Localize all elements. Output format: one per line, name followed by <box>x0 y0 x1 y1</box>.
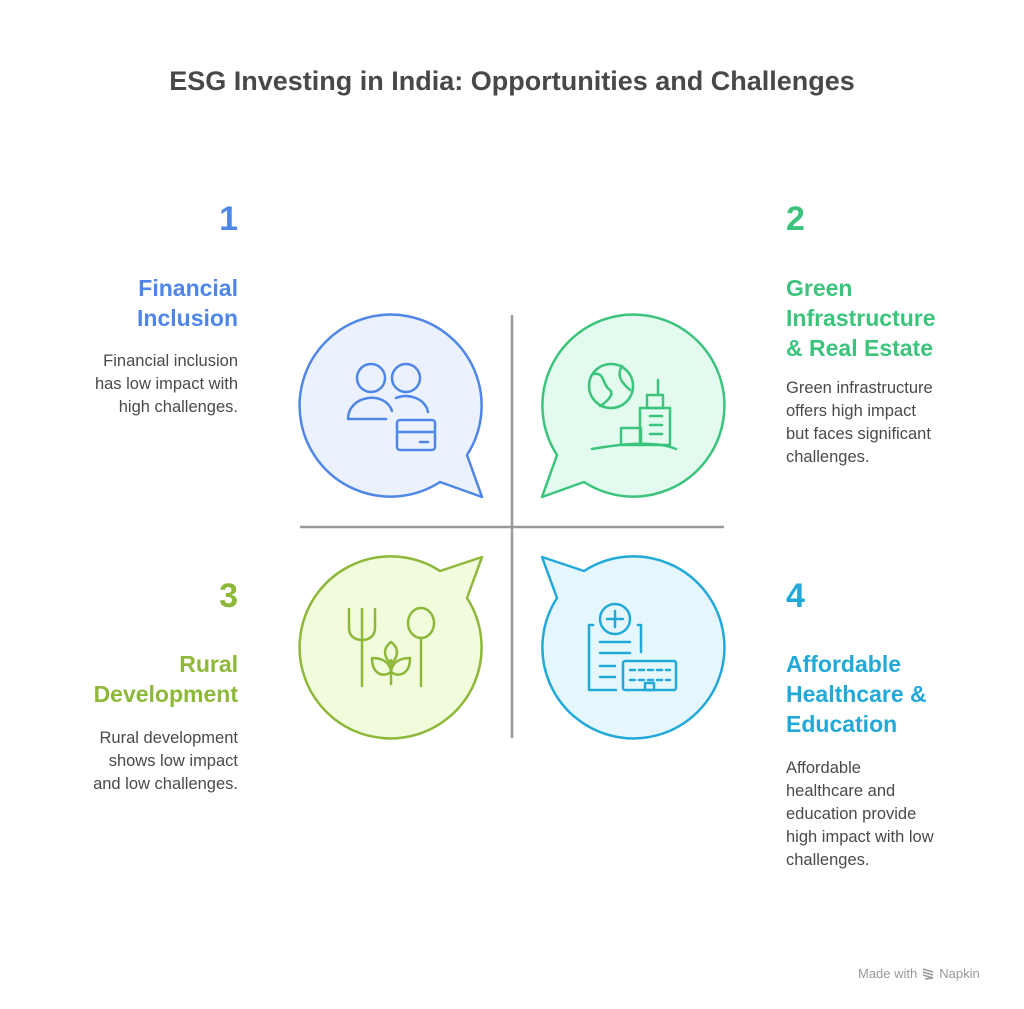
napkin-brand-label: Napkin <box>939 966 980 981</box>
description-line: and low challenges. <box>93 775 238 793</box>
quadrant-4-heading: Affordable Healthcare & Education <box>786 649 927 739</box>
description-line: education provide <box>786 805 917 823</box>
quadrant-2-heading: Green Infrastructure & Real Estate <box>786 273 936 363</box>
quadrant-3-heading: Rural Development <box>94 649 238 709</box>
bubble-3 <box>298 555 484 740</box>
made-with-napkin-badge: Made with Napkin <box>858 966 980 981</box>
quadrant-4-description: Affordable healthcare and education prov… <box>786 757 934 872</box>
people-credit-card-icon <box>346 362 437 452</box>
heading-line: Affordable <box>786 651 901 677</box>
bubble-2 <box>540 313 726 499</box>
made-with-label: Made with <box>858 966 918 981</box>
quadrant-1-number: 1 <box>219 200 238 238</box>
heading-line: Infrastructure <box>786 305 936 331</box>
description-line: offers high impact <box>786 402 916 420</box>
heading-line: Rural <box>179 651 238 677</box>
bubble-4 <box>540 555 726 740</box>
heading-line: Green <box>786 275 853 301</box>
napkin-logo-icon <box>923 967 934 980</box>
heading-line: Education <box>786 711 898 737</box>
heading-line: & Real Estate <box>786 335 934 361</box>
description-line: has low impact with <box>94 375 238 393</box>
quadrant-4-number: 4 <box>786 577 805 615</box>
heading-line: Financial <box>138 275 238 301</box>
diagram-title: ESG Investing in India: Opportunities an… <box>169 66 855 96</box>
description-line: Financial inclusion <box>103 352 238 370</box>
description-line: Green infrastructure <box>786 379 933 397</box>
quadrant-1-description: Financial inclusion has low impact with … <box>95 350 238 419</box>
heading-line: Development <box>93 681 238 707</box>
quadrant-2-number: 2 <box>786 200 805 238</box>
quadrant-2-description: Green infrastructure offers high impact … <box>786 377 933 469</box>
description-line: Rural development <box>99 729 239 747</box>
medical-record-school-icon <box>587 602 678 692</box>
description-line: challenges. <box>786 448 870 466</box>
description-line: high challenges. <box>118 398 238 416</box>
description-line: healthcare and <box>786 782 896 800</box>
quadrant-3-description: Rural development shows low impact and l… <box>93 727 238 796</box>
description-line: shows low impact <box>108 752 238 770</box>
description-line: challenges. <box>786 851 870 869</box>
description-line: but faces significant <box>786 425 931 443</box>
quadrant-1-heading: Financial Inclusion <box>137 273 238 333</box>
description-line: Affordable <box>786 759 861 777</box>
heading-line: Inclusion <box>137 305 238 331</box>
globe-buildings-icon <box>587 362 678 451</box>
heading-line: Healthcare & <box>786 681 927 707</box>
description-line: high impact with low <box>786 828 934 846</box>
quadrant-3-number: 3 <box>219 577 238 615</box>
fork-plant-spoon-icon <box>347 606 436 688</box>
